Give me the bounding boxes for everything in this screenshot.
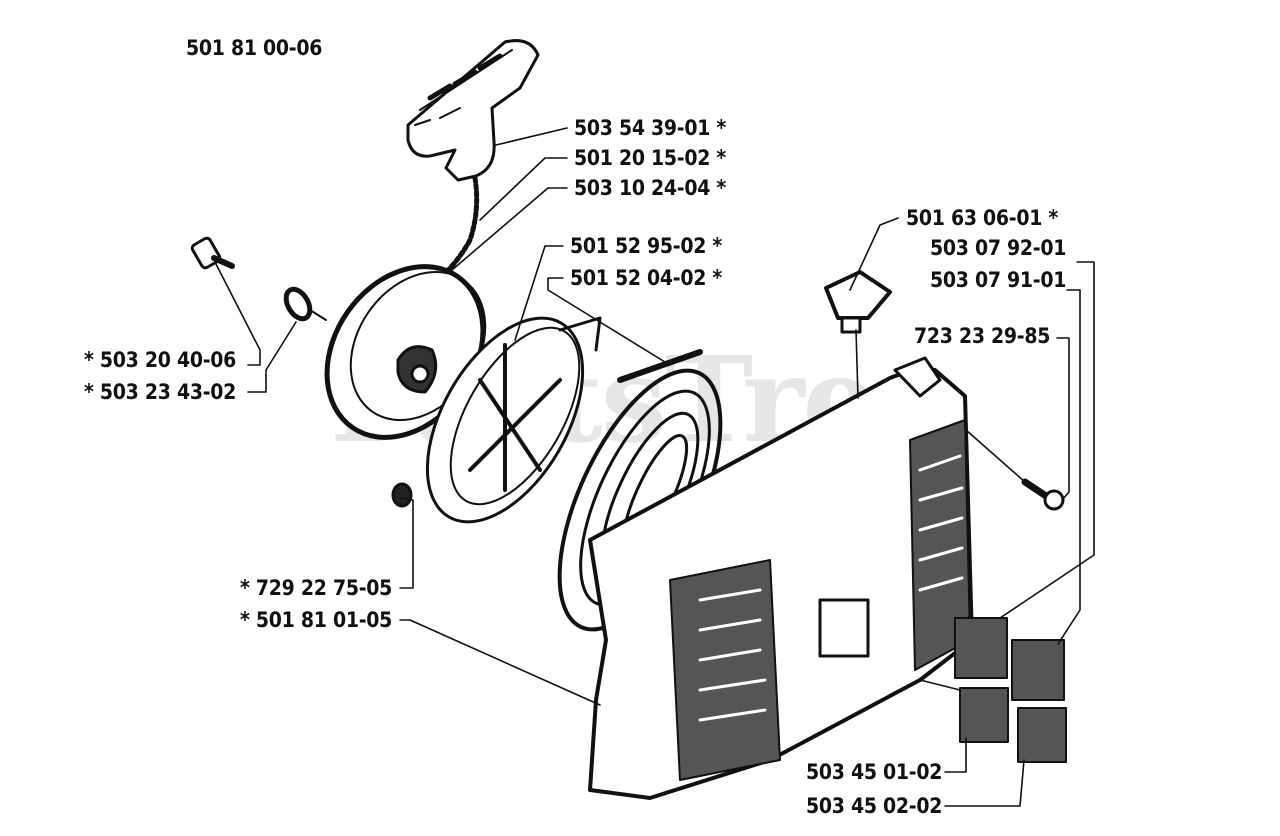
part-label: 501 52 95-02 * [570,234,723,258]
part-label: 503 07 91-01 [930,268,1067,292]
part-label: 503 10 24-04 * [574,176,727,200]
part-label: * 501 81 01-05 [240,608,393,632]
assembly-number: 501 81 00-06 [186,36,323,60]
screw-right [1021,478,1065,511]
part-label: 723 23 29-85 [914,324,1051,348]
starter-cord [437,175,480,281]
part-label: 503 45 01-02 [806,760,943,784]
part-label: 503 54 39-01 * [574,116,727,140]
part-label: * 503 23 43-02 [84,380,237,404]
leader-lines [215,127,1095,807]
part-label: * 729 22 75-05 [240,576,393,600]
handle-insert [824,270,892,334]
bolt-left [190,236,235,270]
spring-cover [425,316,602,524]
small-screw [391,482,413,508]
part-label: 501 52 04-02 * [570,266,723,290]
part-label: 501 20 15-02 * [574,146,727,170]
part-label: 503 07 92-01 [930,236,1067,260]
starter-pulley [324,264,487,440]
part-label: 501 63 06-01 * [906,206,1059,230]
part-label: 503 45 02-02 [806,794,943,818]
starter-housing [588,356,974,800]
washer [283,286,313,322]
decals [954,617,1067,763]
part-label: * 503 20 40-06 [84,348,237,372]
starter-handle [406,39,540,182]
